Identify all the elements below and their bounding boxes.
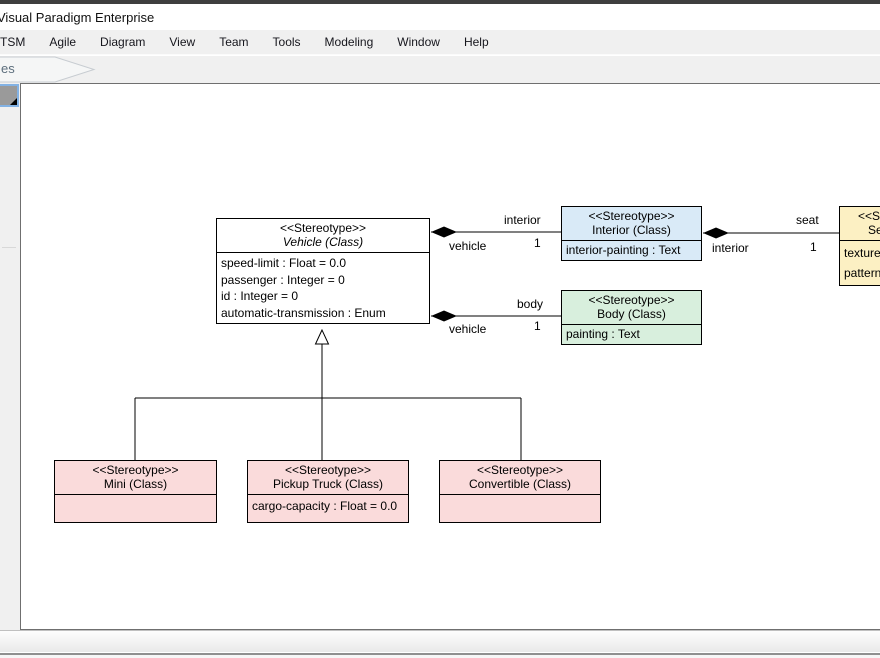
attribute-compartment: painting : Text [562, 325, 701, 344]
status-bar [0, 630, 880, 652]
title-bar: Visual Paradigm Enterprise [0, 4, 880, 30]
class-name: Interior (Class) [592, 223, 671, 237]
attribute: passenger : Integer = 0 [221, 272, 345, 287]
stereotype-label: <<Stereotype>> [588, 209, 675, 223]
class-header: <<Stereotype>> Convertible (Class) [440, 461, 600, 495]
association-owner-role-label: interior [712, 241, 749, 255]
class-header: <<Stereotype>> Seat (Class) [840, 207, 880, 241]
class-name: Mini (Class) [103, 477, 168, 491]
attribute: automatic-transmission : Enum [221, 305, 386, 320]
association-role-label: interior [504, 213, 541, 227]
attribute-compartment [55, 495, 216, 499]
menu-bar: TSM Agile Diagram View Team Tools Modeli… [0, 30, 880, 55]
association-role-label: body [517, 297, 544, 311]
bottom-edge-strip [0, 655, 880, 658]
attribute: texture : Text [844, 246, 880, 260]
active-tab[interactable] [0, 56, 110, 83]
attribute-compartment: interior-painting : Text [562, 241, 701, 260]
class-name: Convertible (Class) [468, 477, 572, 491]
menu-item-tsm[interactable]: TSM [0, 35, 26, 49]
association-multiplicity: 1 [534, 319, 541, 333]
stereotype-label: <<Stereotype>> [279, 221, 367, 235]
menu-item-window[interactable]: Window [397, 35, 440, 49]
class-header: <<Stereotype>> Pickup Truck (Class) [248, 461, 408, 495]
attribute-compartment: cargo-capacity : Float = 0.0 [248, 495, 408, 517]
class-name: Vehicle (Class) [282, 235, 364, 249]
palette-divider [2, 247, 16, 248]
menu-item-team[interactable]: Team [219, 35, 249, 49]
class-header: <<Stereotype>> Interior (Class) [562, 207, 701, 241]
attribute: painting : Text [566, 327, 640, 341]
menu-item-tools[interactable]: Tools [272, 35, 301, 49]
generalization-tree[interactable] [134, 328, 522, 460]
tab-bar: es [0, 56, 880, 83]
class-name: Pickup Truck (Class) [272, 477, 384, 491]
association-multiplicity: 1 [810, 240, 817, 254]
class-name: Seat (Class) [867, 223, 880, 237]
bottom-edge-line [0, 653, 880, 655]
association-owner-role-label: vehicle [449, 322, 487, 336]
attribute: id : Integer = 0 [221, 289, 299, 303]
class-body[interactable]: <<Stereotype>> Body (Class) painting : T… [561, 290, 702, 345]
stereotype-label: <<Stereotype>> [476, 463, 564, 477]
top-edge-strip [0, 0, 880, 4]
class-convertible[interactable]: <<Stereotype>> Convertible (Class) [439, 460, 601, 523]
stereotype-label: <<Stereotype>> [284, 463, 372, 477]
composition-vehicle-body[interactable] [431, 310, 561, 322]
window-title: Visual Paradigm Enterprise [0, 10, 155, 25]
class-header: <<Stereotype>> Mini (Class) [55, 461, 216, 495]
composition-vehicle-interior[interactable] [431, 226, 561, 238]
stereotype-label: <<Stereotype>> [857, 209, 880, 223]
attribute-compartment: texture : Text pattern : Text [840, 241, 880, 285]
menu-item-modeling[interactable]: Modeling [324, 35, 374, 49]
stereotype-label: <<Stereotype>> [588, 293, 675, 307]
class-interior[interactable]: <<Stereotype>> Interior (Class) interior… [561, 206, 702, 261]
tool-palette [0, 83, 20, 630]
association-multiplicity: 1 [534, 236, 541, 250]
class-name: Body (Class) [597, 307, 666, 321]
attribute: cargo-capacity : Float = 0.0 [252, 499, 398, 513]
attribute-compartment [440, 495, 600, 499]
attribute-compartment: speed-limit : Float = 0.0 passenger : In… [217, 253, 429, 323]
class-mini[interactable]: <<Stereotype>> Mini (Class) [54, 460, 217, 523]
class-header: <<Stereotype>> Body (Class) [562, 291, 701, 325]
menu-item-diagram[interactable]: Diagram [100, 35, 146, 49]
association-role-label: seat [796, 213, 819, 227]
class-seat[interactable]: <<Stereotype>> Seat (Class) texture : Te… [839, 206, 880, 286]
class-header: <<Stereotype>> Vehicle (Class) [217, 219, 429, 253]
class-pickup-truck[interactable]: <<Stereotype>> Pickup Truck (Class) carg… [247, 460, 409, 523]
menu-item-help[interactable]: Help [463, 35, 489, 49]
attribute: interior-painting : Text [566, 243, 681, 257]
tool-corner-triangle-icon [10, 98, 17, 105]
generalization-arrowhead [314, 328, 330, 345]
selection-tool-button[interactable] [0, 84, 19, 107]
menu-item-view[interactable]: View [169, 35, 196, 49]
diagram-canvas[interactable] [20, 83, 880, 630]
association-owner-role-label: vehicle [449, 239, 487, 253]
composition-interior-seat[interactable] [703, 227, 839, 239]
stereotype-label: <<Stereotype>> [92, 463, 179, 477]
attribute: speed-limit : Float = 0.0 [221, 256, 347, 270]
active-tab-label[interactable]: es [1, 61, 15, 76]
attribute: pattern : Text [844, 266, 880, 280]
class-vehicle[interactable]: <<Stereotype>> Vehicle (Class) speed-lim… [216, 218, 430, 324]
menu-item-agile[interactable]: Agile [49, 35, 77, 49]
